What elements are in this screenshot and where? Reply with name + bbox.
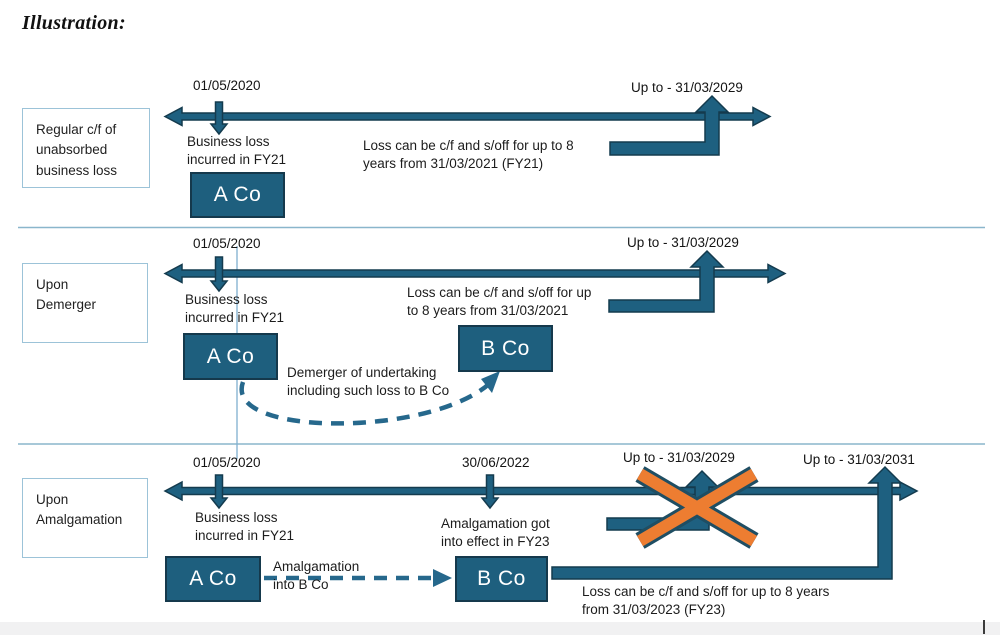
loss-note-amalgamation: Loss can be c/f and s/off for up to 8 ye…: [582, 584, 830, 617]
carryforward-arrow-regular: [609, 94, 730, 156]
end-date-regular: Up to - 31/03/2029: [631, 80, 743, 95]
event-note-regular: Business loss incurred in FY21: [187, 134, 287, 167]
scenario-label-regular: Regular c/f of unabsorbed business loss: [22, 108, 150, 188]
transfer-note-amalgamation: Amalgamation into B Co: [273, 559, 360, 592]
start-date-amalgamation: 01/05/2020: [193, 455, 261, 470]
company-a-box-demerger: A Co: [183, 333, 278, 380]
event-note-amalgamation: Business loss incurred in FY21: [195, 510, 295, 543]
loss-tick-amalgamation: [209, 474, 229, 510]
company-a-box-amalgamation: A Co: [165, 556, 261, 602]
event-note-demerger: Business loss incurred in FY21: [185, 292, 285, 325]
scenario-label-demerger: Upon Demerger: [22, 263, 148, 343]
scenario-label-amalgamation: Upon Amalgamation: [22, 478, 148, 558]
crossout-x-icon: [635, 466, 759, 549]
carryforward-arrow-demerger: [608, 249, 725, 313]
mid-date-amalgamation: 30/06/2022: [462, 455, 530, 470]
company-a-box-regular: A Co: [190, 172, 285, 218]
bottom-band: [0, 622, 1000, 635]
cursor-mark: [983, 620, 985, 634]
demerger-transfer-arrow: [239, 381, 492, 426]
carryforward-arrow-2031: [551, 465, 903, 580]
start-date-regular: 01/05/2020: [193, 78, 261, 93]
demerger-transfer-arrowhead: [481, 371, 500, 393]
mid-note-amalgamation: Amalgamation got into effect in FY23: [441, 516, 550, 549]
start-date-demerger: 01/05/2020: [193, 236, 261, 251]
end-date-2029-crossed: Up to - 31/03/2029: [623, 450, 735, 465]
end-date-demerger: Up to - 31/03/2029: [627, 235, 739, 250]
transfer-note-demerger: Demerger of undertaking including such l…: [287, 365, 450, 398]
loss-tick-regular: [209, 101, 229, 136]
loss-note-demerger: Loss can be c/f and s/off for up to 8 ye…: [407, 285, 592, 318]
amalgamation-date-tick: [480, 474, 500, 510]
loss-note-regular: Loss can be c/f and s/off for up to 8 ye…: [363, 138, 574, 171]
loss-tick-demerger: [209, 256, 229, 293]
timeline-amalgamation: [163, 480, 919, 502]
timeline-regular: [163, 106, 772, 127]
company-b-box-demerger: B Co: [458, 325, 553, 372]
timeline-demerger: [163, 263, 787, 284]
end-date-2031: Up to - 31/03/2031: [803, 452, 915, 467]
amalgamation-transfer-arrowhead: [433, 569, 452, 587]
page-title: Illustration:: [22, 12, 126, 34]
company-b-box-amalgamation: B Co: [455, 556, 548, 602]
